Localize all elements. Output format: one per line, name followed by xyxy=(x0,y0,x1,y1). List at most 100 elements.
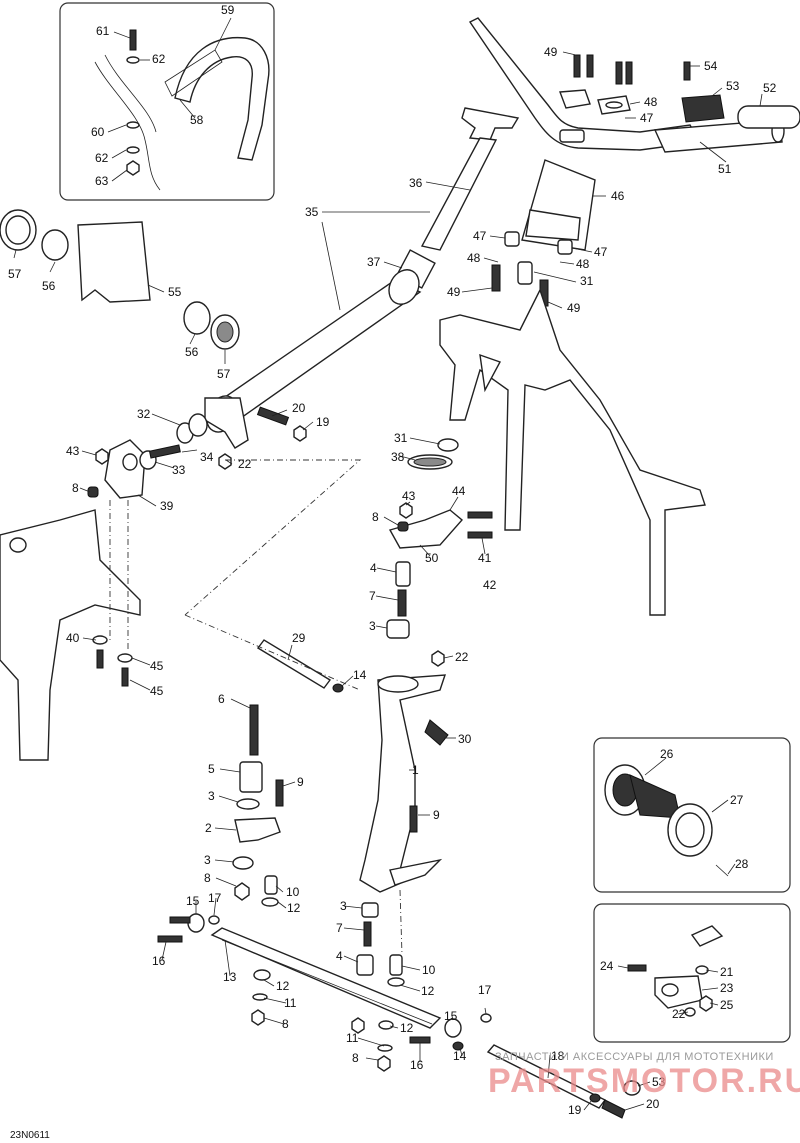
callout-16: 16 xyxy=(152,954,166,968)
callout-23: 23 xyxy=(720,981,734,995)
callout-3: 3 xyxy=(204,853,211,867)
tie-rod-upper xyxy=(256,639,344,693)
callout-1: 1 xyxy=(412,763,419,777)
callout-5: 5 xyxy=(208,762,215,776)
callout-2: 2 xyxy=(205,821,212,835)
callout-3: 3 xyxy=(340,899,347,913)
callout-56: 56 xyxy=(185,345,199,359)
callout-32: 32 xyxy=(137,407,151,421)
callout-22: 22 xyxy=(455,650,469,664)
watermark: ЗАПЧАСТИ И АКСЕССУАРЫ ДЛЯ МОТОТЕХНИКИ PA… xyxy=(488,1051,800,1100)
callout-12: 12 xyxy=(400,1021,414,1035)
callout-7: 7 xyxy=(369,589,376,603)
callout-12: 12 xyxy=(421,984,435,998)
callout-52: 52 xyxy=(763,81,777,95)
callout-50: 50 xyxy=(425,551,439,565)
callout-9: 9 xyxy=(297,775,304,789)
seals-and-boots xyxy=(0,209,240,350)
callout-34: 34 xyxy=(200,450,214,464)
callout-42: 42 xyxy=(483,578,497,592)
reference-lines xyxy=(109,459,403,956)
column-bracket xyxy=(87,439,232,499)
callout-3: 3 xyxy=(369,619,376,633)
callout-48: 48 xyxy=(644,95,658,109)
watermark-caption: ЗАПЧАСТИ И АКСЕССУАРЫ ДЛЯ МОТОТЕХНИКИ xyxy=(495,1051,774,1063)
callout-7: 7 xyxy=(336,921,343,935)
callout-labels: 59 61 62 58 60 62 63 49 54 53 52 48 47 5… xyxy=(8,3,777,1117)
callout-40: 40 xyxy=(66,631,80,645)
leader-lines xyxy=(13,17,763,1111)
callout-20: 20 xyxy=(292,401,306,415)
callout-8: 8 xyxy=(352,1051,359,1065)
callout-10: 10 xyxy=(286,885,300,899)
callout-20: 20 xyxy=(646,1097,660,1111)
callout-57: 57 xyxy=(8,267,22,281)
callout-44: 44 xyxy=(452,484,466,498)
callout-33: 33 xyxy=(172,463,186,477)
callout-17: 17 xyxy=(478,983,492,997)
callout-58: 58 xyxy=(190,113,204,127)
callout-43: 43 xyxy=(402,489,416,503)
callout-25: 25 xyxy=(720,998,734,1012)
callout-45: 45 xyxy=(150,659,164,673)
callout-28: 28 xyxy=(735,857,749,871)
callout-63: 63 xyxy=(95,174,109,188)
callout-38: 38 xyxy=(391,450,405,464)
callout-62: 62 xyxy=(152,52,166,66)
callout-11: 11 xyxy=(284,996,297,1010)
callout-60: 60 xyxy=(91,125,105,139)
callout-61: 61 xyxy=(96,24,110,38)
callout-29: 29 xyxy=(292,631,306,645)
callout-43: 43 xyxy=(66,444,80,458)
callout-62: 62 xyxy=(95,151,109,165)
tie-rod-lower xyxy=(486,1044,641,1119)
callout-8: 8 xyxy=(204,871,211,885)
callout-21: 21 xyxy=(720,965,734,979)
callout-45: 45 xyxy=(150,684,164,698)
callout-27: 27 xyxy=(730,793,744,807)
callout-18: 18 xyxy=(551,1049,565,1063)
callout-35: 35 xyxy=(305,205,319,219)
callout-19: 19 xyxy=(568,1103,582,1117)
callout-49: 49 xyxy=(567,301,581,315)
callout-31: 31 xyxy=(580,274,594,288)
callout-15: 15 xyxy=(444,1009,458,1023)
callout-3: 3 xyxy=(208,789,215,803)
watermark-brand: PARTSMOTOR.RU xyxy=(488,1062,800,1100)
callout-26: 26 xyxy=(660,747,674,761)
callout-57: 57 xyxy=(217,367,231,381)
callout-10: 10 xyxy=(422,963,436,977)
callout-8: 8 xyxy=(72,481,79,495)
callout-12: 12 xyxy=(276,979,290,993)
callout-48: 48 xyxy=(576,257,590,271)
callout-46: 46 xyxy=(611,189,625,203)
callout-49: 49 xyxy=(447,285,461,299)
ball-joint-inset xyxy=(593,903,791,1043)
callout-15: 15 xyxy=(186,894,200,908)
callout-56: 56 xyxy=(42,279,56,293)
callout-6: 6 xyxy=(218,692,225,706)
callout-37: 37 xyxy=(367,255,381,269)
callout-16: 16 xyxy=(410,1058,424,1072)
mount-bracket xyxy=(388,502,493,549)
callout-53: 53 xyxy=(652,1075,666,1089)
callout-39: 39 xyxy=(160,499,174,513)
callout-11: 11 xyxy=(346,1031,359,1045)
callout-30: 30 xyxy=(458,732,472,746)
callout-9: 9 xyxy=(433,808,440,822)
callout-53: 53 xyxy=(726,79,740,93)
steering-column xyxy=(176,107,520,449)
callout-59: 59 xyxy=(221,3,235,17)
callout-55: 55 xyxy=(168,285,182,299)
callout-47: 47 xyxy=(594,245,608,259)
callout-49: 49 xyxy=(544,45,558,59)
steering-support xyxy=(491,159,596,307)
callout-22: 22 xyxy=(672,1007,686,1021)
callout-54: 54 xyxy=(704,59,718,73)
frame xyxy=(407,288,706,616)
callout-14: 14 xyxy=(453,1049,467,1063)
callout-12: 12 xyxy=(287,901,301,915)
callout-19: 19 xyxy=(316,415,330,429)
callout-8: 8 xyxy=(282,1017,289,1031)
